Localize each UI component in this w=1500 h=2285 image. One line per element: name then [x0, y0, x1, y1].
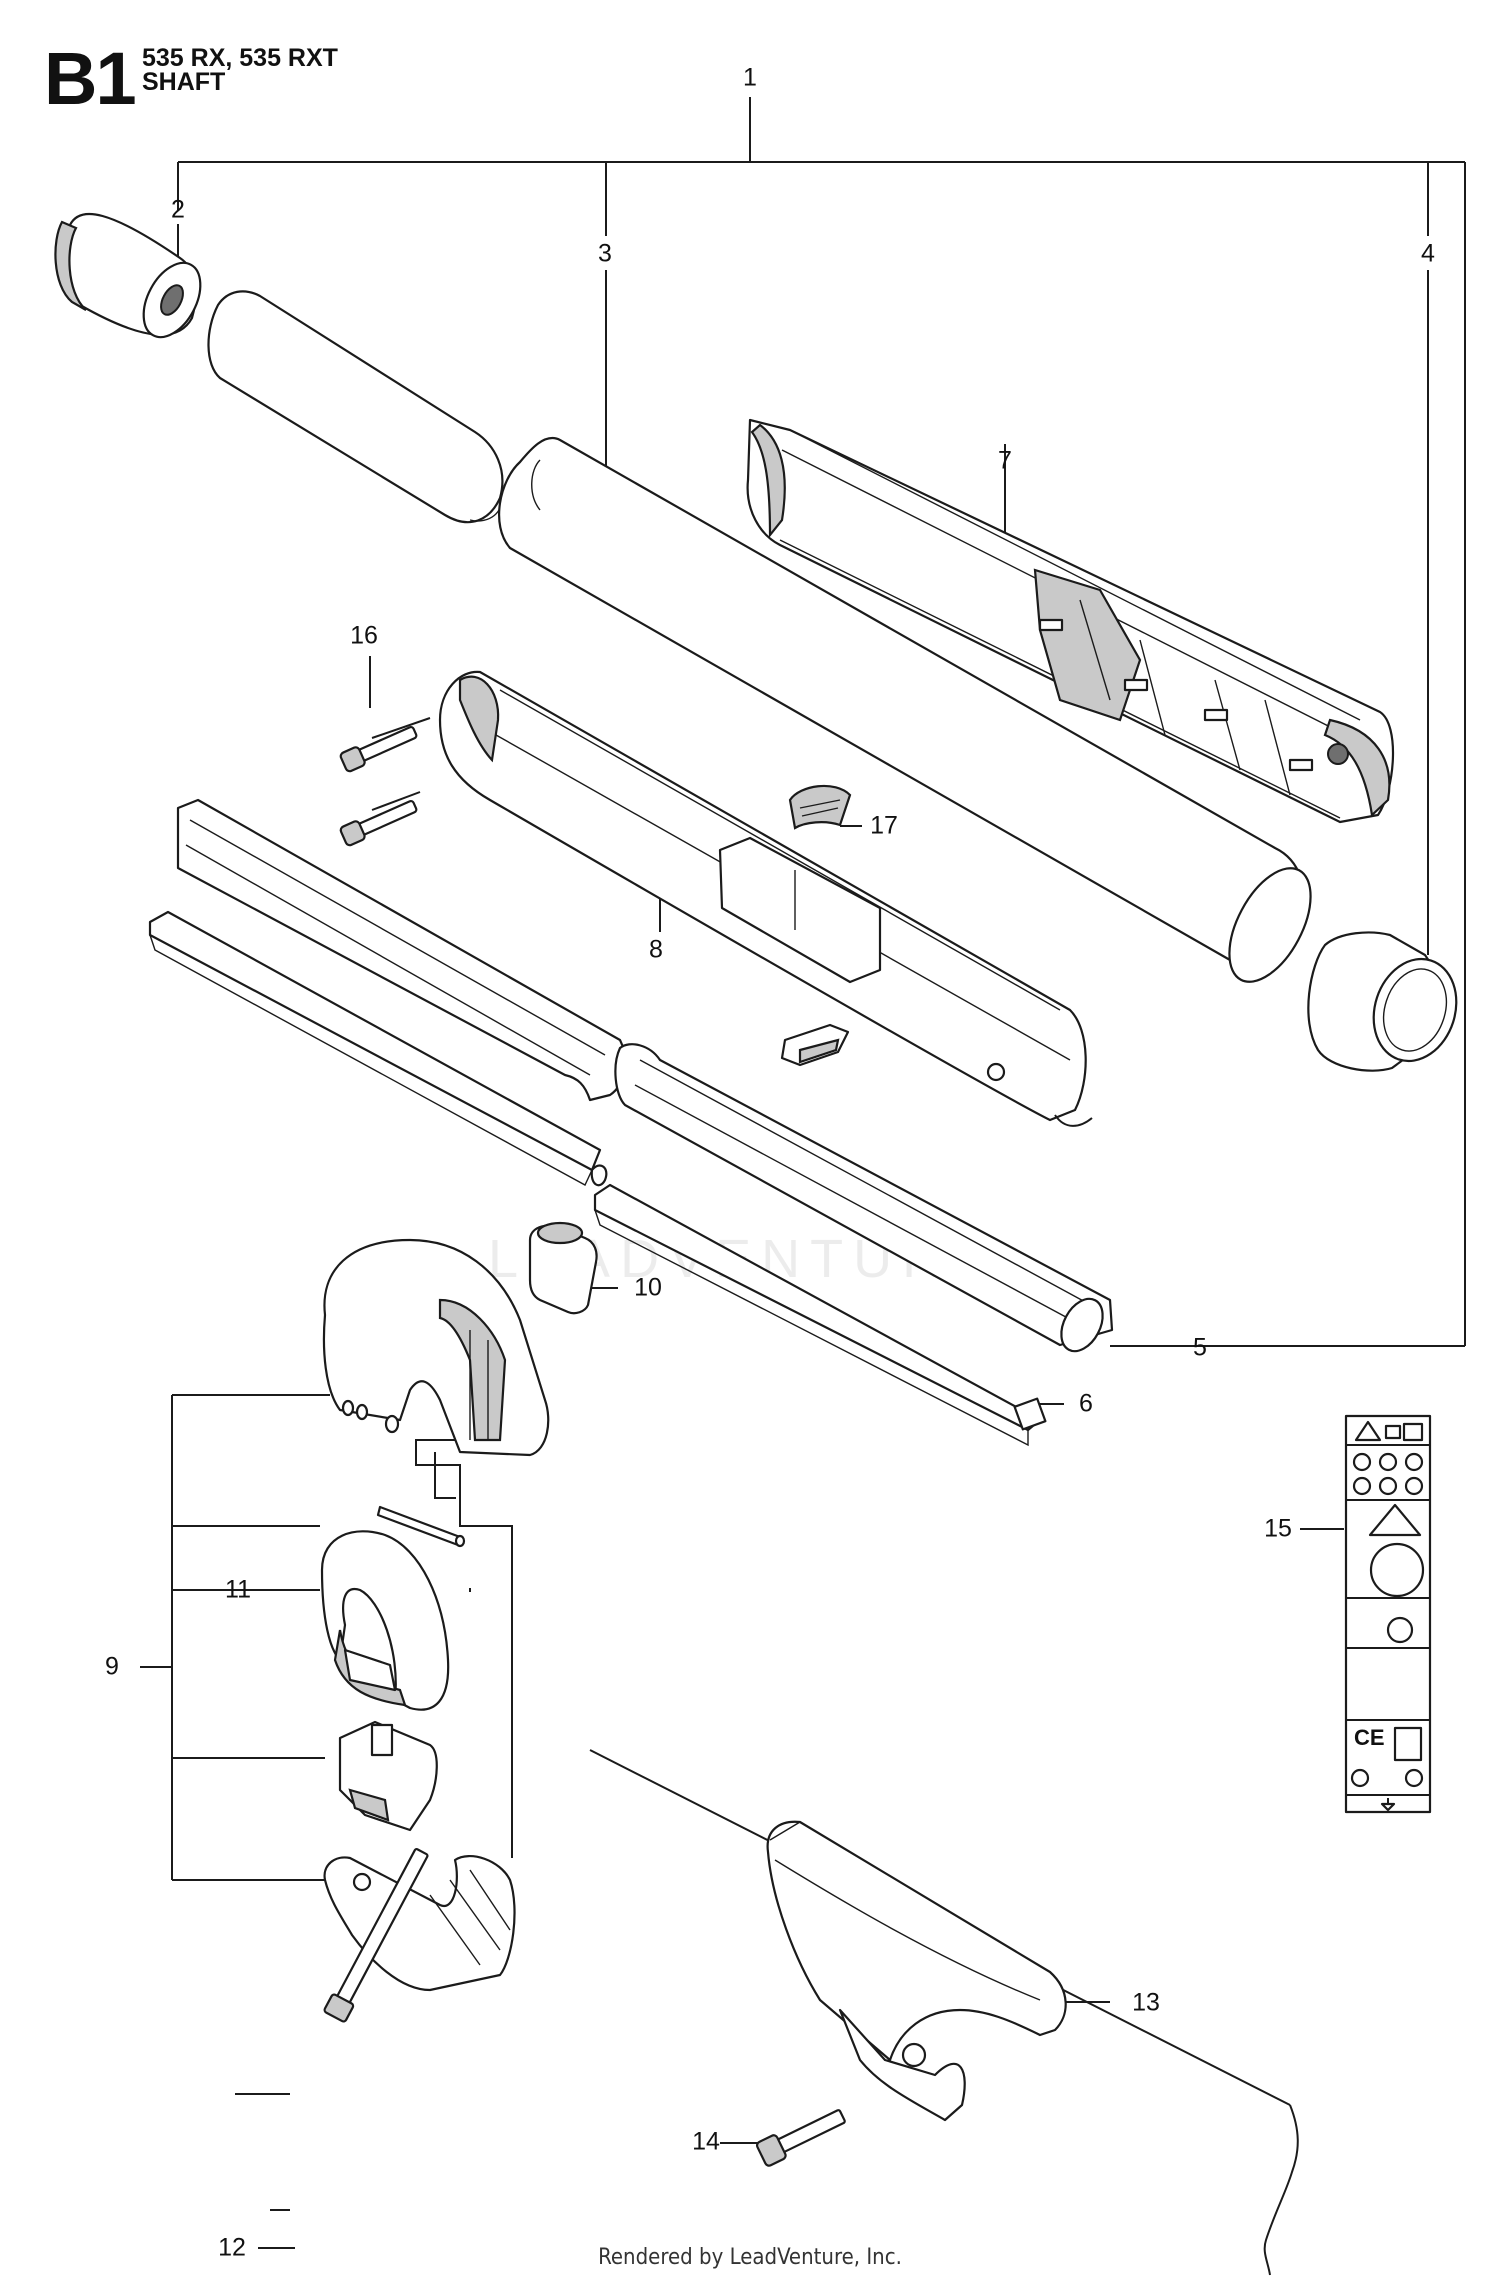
leader-lines [140, 97, 1466, 2276]
callout-8: 8 [649, 935, 663, 964]
part-12-bolt [323, 1848, 429, 2023]
part-9-handle-housing [322, 1238, 550, 1457]
part-4-end-cap [1307, 931, 1458, 1072]
section-name: SHAFT [142, 68, 226, 96]
callout-7: 7 [998, 446, 1012, 475]
callout-2: 2 [171, 195, 185, 224]
section-code: B1 [44, 37, 137, 120]
part-5-shaft-channel [176, 798, 1114, 1353]
pin [376, 1505, 466, 1548]
callout-13: 13 [1132, 1988, 1160, 2017]
callout-6: 6 [1079, 1389, 1093, 1418]
callout-1: 1 [743, 63, 757, 92]
part-17-clips [780, 784, 852, 1067]
callout-15: 15 [1264, 1514, 1292, 1543]
part-13-support-bracket [766, 1820, 1067, 2122]
part-11-handle-loop [320, 1530, 450, 1711]
model-names: 535 RX, 535 RXT [142, 44, 338, 72]
part-3-shaft-tube [207, 290, 1312, 983]
callout-4: 4 [1421, 239, 1435, 268]
part-2-end-cap [54, 212, 202, 339]
callout-14: 14 [692, 2127, 720, 2156]
part-10-grip-insert [528, 1221, 598, 1315]
callout-12: 12 [218, 2233, 246, 2262]
callout-3: 3 [598, 239, 612, 268]
callout-10: 10 [634, 1273, 662, 1302]
callout-16: 16 [350, 621, 378, 650]
callout-11: 11 [225, 1575, 251, 1604]
part-8-handle-tube [438, 670, 1093, 1127]
ce-mark: CE [1354, 1725, 1385, 1750]
part-16-screws [339, 725, 418, 847]
callout-5: 5 [1193, 1333, 1207, 1362]
part-14-bolt [756, 2109, 846, 2167]
part-15-safety-label: CE [1344, 1414, 1432, 1814]
clamp-block [338, 1720, 438, 1832]
part-7-shaft-guide [746, 418, 1395, 824]
callout-17: 17 [870, 811, 898, 840]
part-6-drive-shaft [148, 910, 1047, 1447]
footer-credit: Rendered by LeadVenture, Inc. [598, 2245, 902, 2270]
callout-9: 9 [105, 1652, 119, 1681]
